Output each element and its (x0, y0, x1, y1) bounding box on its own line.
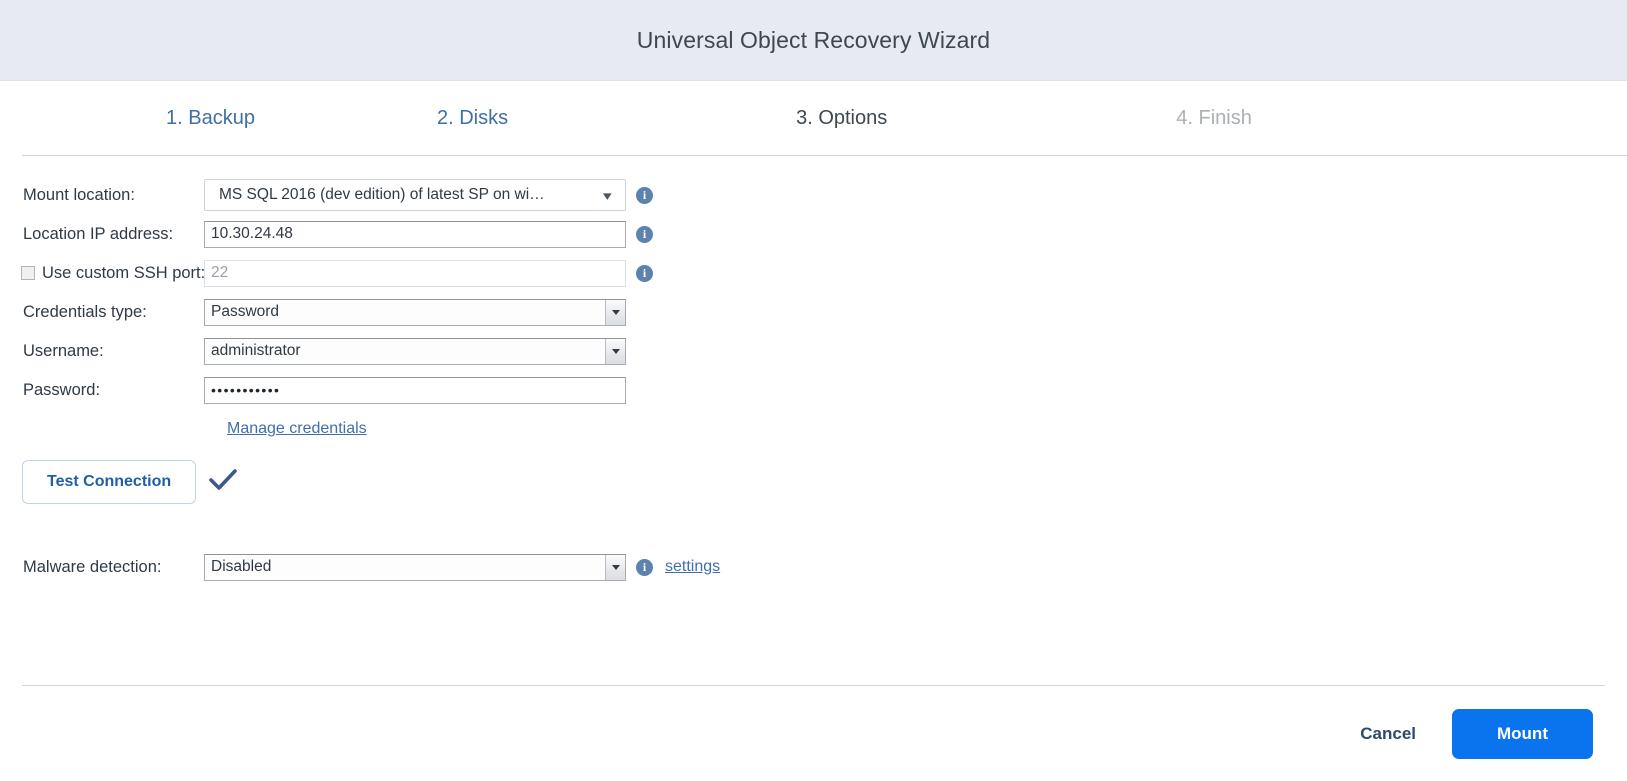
username-value: administrator (205, 338, 605, 364)
manage-credentials-row: Manage credentials (0, 414, 1627, 438)
step-options[interactable]: 3. Options (796, 106, 888, 129)
mount-location-field: MS SQL 2016 (dev edition) of latest SP o… (204, 179, 653, 211)
window-titlebar: Universal Object Recovery Wizard (0, 0, 1627, 81)
info-icon-ssh-port[interactable]: i (636, 264, 653, 282)
ssh-port-field: 22 i (204, 259, 653, 287)
chevron-down-icon (605, 299, 625, 325)
manage-credentials-link[interactable]: Manage credentials (227, 420, 367, 437)
mount-location-value: MS SQL 2016 (dev edition) of latest SP o… (219, 186, 545, 203)
footer-actions: Cancel Mount (0, 686, 1627, 781)
row-ssh-port: Use custom SSH port: 22 i (0, 258, 1627, 288)
row-username: Username: administrator (0, 336, 1627, 366)
step-divider (22, 155, 1627, 156)
info-icon-mount-location[interactable]: i (636, 186, 653, 204)
username-select[interactable]: administrator (204, 337, 626, 365)
chevron-down-icon (605, 338, 625, 364)
use-custom-ssh-port-checkbox[interactable] (21, 266, 35, 280)
chevron-down-icon: ▾ (603, 187, 613, 203)
password-input[interactable]: ••••••••••• (204, 376, 626, 404)
connection-success-check-icon (208, 467, 238, 498)
footer-divider (22, 685, 1605, 686)
ssh-port-label: Use custom SSH port: (42, 263, 206, 282)
dialog-footer: Cancel Mount (0, 685, 1627, 781)
ssh-port-input[interactable]: 22 (204, 259, 626, 287)
malware-settings-link[interactable]: settings (665, 558, 721, 575)
username-label: Username: (23, 341, 104, 360)
step-disks[interactable]: 2. Disks (436, 106, 509, 129)
row-credentials-type: Credentials type: Password (0, 297, 1627, 327)
cancel-button[interactable]: Cancel (1354, 716, 1422, 752)
row-location-ip: Location IP address: 10.30.24.48 i (0, 219, 1627, 249)
mount-location-select[interactable]: MS SQL 2016 (dev edition) of latest SP o… (204, 179, 626, 211)
ssh-port-label-group: Use custom SSH port: (0, 263, 206, 283)
options-form: Mount location: MS SQL 2016 (dev edition… (0, 156, 1627, 582)
row-mount-location: Mount location: MS SQL 2016 (dev edition… (0, 179, 1627, 211)
row-password: Password: ••••••••••• (0, 375, 1627, 405)
location-ip-input[interactable]: 10.30.24.48 (204, 220, 626, 248)
mount-location-label: Mount location: (23, 185, 135, 204)
credentials-type-value: Password (205, 299, 605, 325)
chevron-down-icon (605, 554, 625, 580)
wizard-step-nav: 1. Backup 2. Disks 3. Options 4. Finish (0, 81, 1627, 155)
info-icon-malware-detection[interactable]: i (636, 558, 653, 576)
test-connection-button[interactable]: Test Connection (22, 460, 197, 504)
test-connection-row: Test Connection (0, 460, 1627, 504)
malware-detection-label: Malware detection: (23, 557, 162, 576)
malware-detection-value: Disabled (205, 554, 605, 580)
info-icon-location-ip[interactable]: i (636, 225, 653, 243)
location-ip-label: Location IP address: (23, 224, 174, 243)
credentials-type-select[interactable]: Password (204, 298, 626, 326)
step-finish: 4. Finish (1176, 106, 1252, 129)
page-title: Universal Object Recovery Wizard (636, 26, 991, 53)
credentials-type-label: Credentials type: (23, 302, 147, 321)
step-backup[interactable]: 1. Backup (166, 106, 255, 129)
malware-detection-field: Disabled i settings (204, 553, 721, 581)
row-malware-detection: Malware detection: Disabled i settings (0, 552, 1627, 582)
mount-button[interactable]: Mount (1452, 708, 1593, 759)
location-ip-field: 10.30.24.48 i (204, 220, 653, 248)
malware-detection-select[interactable]: Disabled (204, 553, 626, 581)
password-label: Password: (23, 380, 101, 399)
